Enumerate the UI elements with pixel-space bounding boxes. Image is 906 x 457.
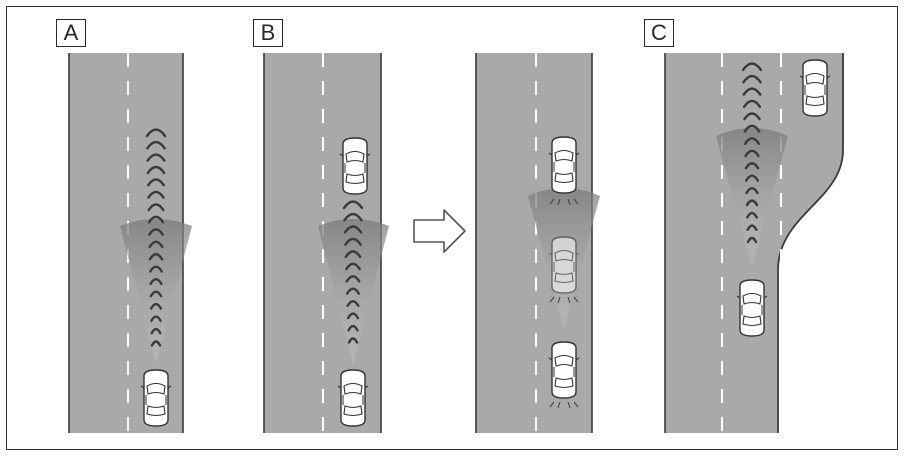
radar-wave-chevron	[744, 149, 760, 158]
car-icon	[548, 236, 580, 294]
radar-wave-chevron	[345, 287, 361, 295]
radar-wave-chain-a	[145, 128, 167, 347]
radar-wave-chevron	[146, 153, 166, 162]
radar-wave-chevron	[146, 178, 166, 187]
radar-wave-chevron	[347, 337, 359, 344]
radar-wave-chevron	[742, 99, 762, 109]
radar-wave-chevron	[147, 215, 165, 224]
radar-wave-chevron	[746, 236, 758, 244]
panel-label-b: B	[253, 19, 283, 47]
panel-c	[664, 53, 844, 433]
radar-wave-chevron	[743, 124, 761, 133]
radar-wave-chevron	[744, 162, 760, 170]
panel-a	[68, 53, 192, 433]
panel-label-a: A	[56, 19, 86, 47]
panel-b	[263, 53, 389, 433]
radar-wave-chevron	[150, 315, 162, 323]
radar-wave-chevron	[149, 265, 163, 273]
radar-wave-chevron	[342, 200, 364, 210]
panel-b2	[475, 53, 600, 433]
radar-wave-chevron	[147, 190, 165, 199]
radar-wave-chevron	[343, 225, 363, 234]
right-arrow-icon	[413, 209, 466, 253]
panel-label-c: C	[644, 19, 674, 47]
radar-wave-chevron	[743, 112, 761, 121]
radar-wave-chevron	[148, 228, 164, 236]
radar-wave-chevron	[147, 203, 165, 212]
radar-wave-chevron	[746, 211, 758, 219]
car-icon	[799, 59, 831, 117]
radar-wave-chevron	[344, 237, 362, 246]
car-ghost	[548, 236, 580, 294]
radar-wave-chevron	[346, 299, 360, 308]
radar-wave-chevron	[743, 137, 761, 145]
radar-wave-chevron	[742, 87, 762, 96]
radar-wave-chevron	[745, 186, 759, 195]
radar-wave-chevron	[145, 128, 167, 138]
radar-sweep-icon	[318, 219, 389, 364]
radar-wave-chevron	[146, 140, 166, 150]
radar-wave-chevron	[150, 327, 162, 335]
radar-wave-chevron	[346, 312, 360, 320]
radar-wave-chevron	[343, 212, 363, 222]
radar-wave-chevron	[149, 302, 163, 310]
car-icon	[548, 341, 580, 399]
radar-wave-chevron	[745, 199, 759, 207]
radar-wave-chevron	[146, 165, 166, 175]
car-icon	[339, 137, 371, 195]
radar-wave-chevron	[149, 278, 163, 286]
radar-wave-chevron	[345, 275, 361, 283]
radar-wave-chain-b	[342, 200, 364, 344]
radar-wave-chevron	[746, 224, 758, 231]
radar-wave-chevron	[148, 240, 164, 249]
radar-wave-chevron	[148, 253, 164, 261]
radar-wave-chevron	[344, 250, 362, 259]
radar-wave-chevron	[149, 290, 163, 298]
radar-wave-chevron	[742, 74, 762, 84]
car-icon	[736, 279, 768, 337]
radar-wave-chevron	[150, 340, 162, 347]
radar-wave-chevron	[345, 262, 361, 271]
car-icon	[140, 369, 172, 427]
car-icon	[337, 369, 369, 427]
radar-wave-chevron	[347, 324, 359, 332]
radar-wave-chain-c	[741, 62, 763, 244]
radar-sweep-icon	[716, 128, 788, 268]
radar-wave-chevron	[741, 62, 763, 72]
radar-wave-chevron	[745, 174, 759, 182]
car-icon	[548, 136, 580, 194]
